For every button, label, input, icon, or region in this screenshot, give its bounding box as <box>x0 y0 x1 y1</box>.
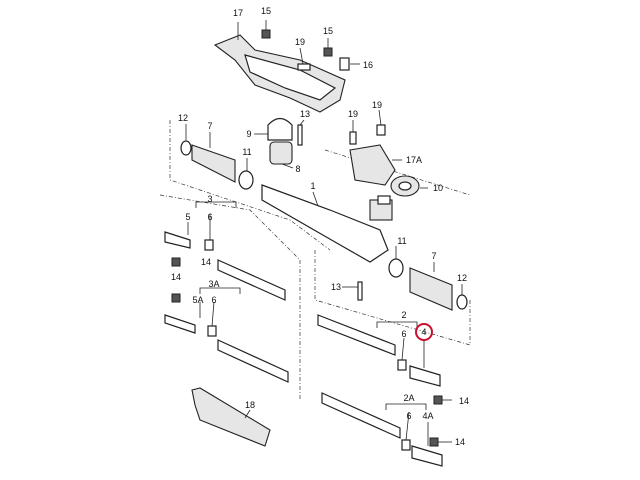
nut-6-right[interactable] <box>397 359 407 371</box>
callout-4: 4 <box>421 327 426 337</box>
callout-17: 17 <box>233 8 243 18</box>
bolt-15-right[interactable] <box>323 47 333 57</box>
callout-6-d: 6 <box>406 411 411 421</box>
bolt-16[interactable] <box>339 57 350 71</box>
heat-shield[interactable] <box>213 34 346 113</box>
bolt-19-mid[interactable] <box>349 131 357 145</box>
callout-1: 1 <box>310 181 315 191</box>
tie-rod-end-4a[interactable] <box>411 445 443 467</box>
nut-14-left-b[interactable] <box>171 293 181 303</box>
nut-6-left[interactable] <box>204 239 214 251</box>
callout-16: 16 <box>363 60 373 70</box>
bolt-15-top[interactable] <box>261 29 271 39</box>
clamp-11-left[interactable] <box>238 170 254 190</box>
tie-rod-end-5a[interactable] <box>164 314 196 334</box>
callout-19-mid: 19 <box>348 109 358 119</box>
clamp-12-left[interactable] <box>180 140 192 156</box>
leader-lines <box>185 20 463 446</box>
clamp-12-right[interactable] <box>456 294 468 310</box>
callout-6: 6 <box>207 212 212 222</box>
boot-7-left[interactable] <box>191 144 236 183</box>
callout-11: 11 <box>242 147 251 157</box>
callout-19: 19 <box>295 37 305 47</box>
callout-14-d: 14 <box>455 437 465 447</box>
callout-10: 10 <box>433 183 443 193</box>
highlight-ring-part-4 <box>415 323 433 341</box>
bushing-8[interactable] <box>269 141 293 165</box>
inner-tie-rod-2a[interactable] <box>321 392 401 439</box>
nut-14-right-b[interactable] <box>429 437 439 447</box>
boot-7-right[interactable] <box>409 267 453 311</box>
tie-rod-end-4[interactable] <box>409 365 441 387</box>
callout-13: 13 <box>300 109 310 119</box>
callout-19-right: 19 <box>372 100 382 110</box>
callout-18: 18 <box>245 400 255 410</box>
bolt-19-right[interactable] <box>376 124 386 136</box>
protective-tube-18[interactable] <box>191 387 271 447</box>
bracket-17a[interactable] <box>349 144 396 186</box>
callout-labels: 17 15 19 15 16 12 7 9 13 19 19 11 8 17A … <box>171 6 469 447</box>
callout-6-c: 6 <box>401 329 406 339</box>
clamp-9[interactable] <box>267 117 293 141</box>
steering-rack-1[interactable] <box>261 184 393 263</box>
callout-12-right: 12 <box>457 273 467 283</box>
bolt-19-top[interactable] <box>297 63 311 71</box>
callout-2: 2 <box>401 310 406 320</box>
callout-4a: 4A <box>422 411 433 421</box>
callout-14-b: 14 <box>171 272 181 282</box>
nut-6-right-b[interactable] <box>401 439 411 451</box>
assembly-outlines <box>159 120 471 400</box>
callout-11-right: 11 <box>397 236 406 246</box>
callout-13-lower: 13 <box>331 282 341 292</box>
callout-14: 14 <box>201 257 211 267</box>
callout-7: 7 <box>207 121 212 131</box>
callout-2a: 2A <box>403 393 414 403</box>
callout-5a: 5A <box>192 295 203 305</box>
nut-6-left-b[interactable] <box>207 325 217 337</box>
callout-7-right: 7 <box>431 251 436 261</box>
inner-tie-rod-3a[interactable] <box>217 339 289 383</box>
callout-17a: 17A <box>406 155 422 165</box>
callout-5: 5 <box>185 212 190 222</box>
callout-9: 9 <box>246 129 251 139</box>
callout-12: 12 <box>178 113 188 123</box>
callout-6-b: 6 <box>211 295 216 305</box>
callout-3: 3 <box>207 194 212 204</box>
callout-3a: 3A <box>208 279 219 289</box>
callout-8: 8 <box>295 164 300 174</box>
inner-tie-rod-3[interactable] <box>217 259 286 301</box>
clamp-11-right[interactable] <box>388 258 404 278</box>
bolt-13-upper[interactable] <box>297 124 303 146</box>
inner-tie-rod-2[interactable] <box>317 314 396 356</box>
bolt-13-lower[interactable] <box>357 281 363 301</box>
nut-14-left-a[interactable] <box>171 257 181 267</box>
callout-14-c: 14 <box>459 396 469 406</box>
callout-15-right: 15 <box>323 26 333 36</box>
grommet-10[interactable] <box>390 175 420 197</box>
callout-15: 15 <box>261 6 271 16</box>
tie-rod-end-5[interactable] <box>164 231 191 249</box>
nut-14-right-a[interactable] <box>433 395 443 405</box>
